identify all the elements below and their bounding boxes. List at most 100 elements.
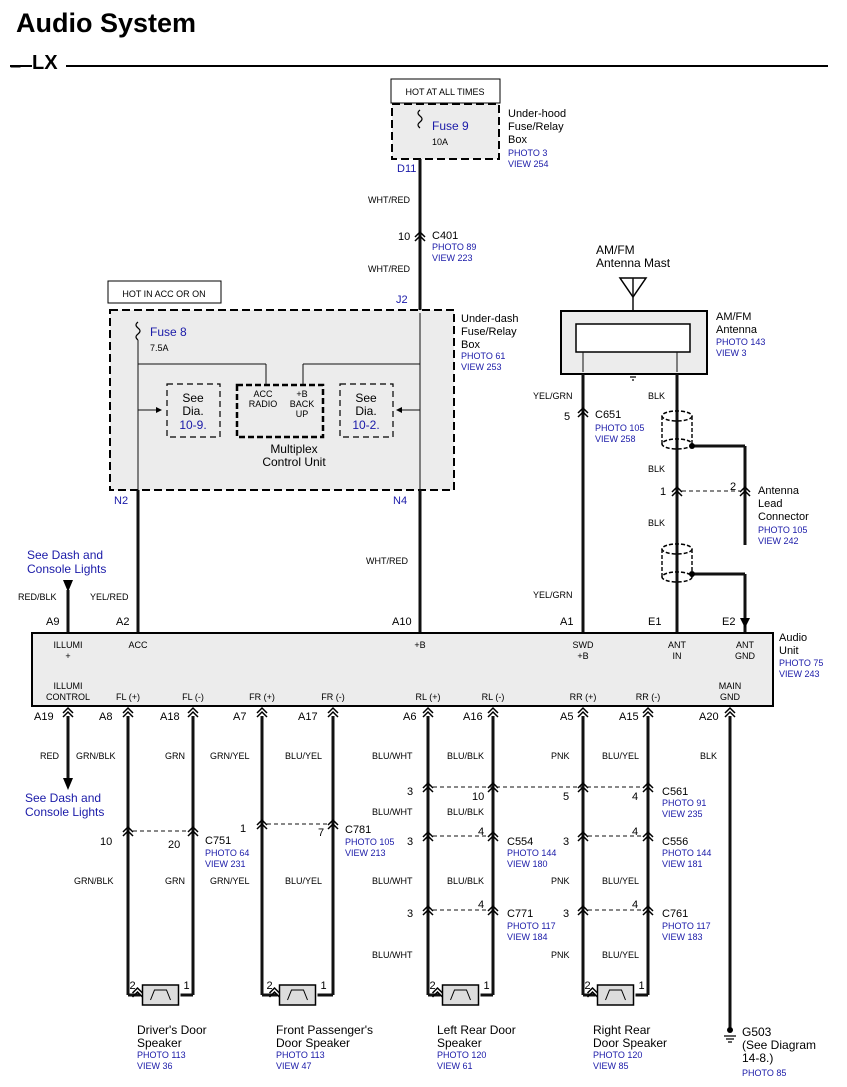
mcu-b-label: BACK	[290, 399, 315, 409]
speaker-icon	[441, 984, 480, 1006]
c771-connector	[422, 908, 434, 916]
speaker-name: Door Speaker	[593, 1036, 667, 1050]
wire-label-blk-2: BLK	[648, 464, 665, 474]
speaker-icon	[278, 984, 317, 1006]
c561-connector	[577, 781, 589, 789]
audio-bottom-pin: A20	[699, 711, 719, 723]
c651-view: VIEW 258	[595, 434, 636, 444]
pin-n2: N2	[114, 495, 128, 507]
c781-view: VIEW 213	[345, 848, 386, 858]
lead-connector	[671, 485, 683, 493]
c771-photo: PHOTO 117	[507, 921, 556, 931]
audio-top-pin: E1	[648, 616, 661, 628]
wire-label-whtred-2: WHT/RED	[368, 264, 410, 274]
mcu-b-label: +B	[296, 389, 307, 399]
c751-pin: 20	[168, 839, 180, 851]
audio-bottom-connector	[577, 706, 589, 714]
audio-bottom-label: CONTROL	[46, 692, 90, 702]
c556-connector	[642, 830, 654, 838]
underdash-name: Box	[461, 339, 480, 351]
audio-top-label: +	[65, 651, 70, 661]
audio-bottom-connector	[422, 710, 434, 718]
antenna-mast-label: AM/FM	[596, 243, 635, 257]
lead-name: Lead	[758, 498, 782, 510]
lead-connector	[739, 489, 751, 497]
audio-bottom-pin: A6	[403, 711, 416, 723]
c554-connector	[422, 830, 434, 838]
wire-label-row1: PNK	[551, 751, 570, 761]
speaker-pin-connector	[586, 986, 599, 994]
audio-top-label: SWD	[573, 640, 594, 650]
audio-bottom-connector	[327, 710, 339, 718]
lead-name: Connector	[758, 511, 809, 523]
speaker-pin-connector	[586, 990, 599, 998]
wire-label-redblk: RED/BLK	[18, 592, 57, 602]
audio-bottom-label: MAIN	[719, 681, 742, 691]
g503-name: G503	[742, 1025, 772, 1039]
c556-name: C556	[662, 836, 688, 848]
speaker-name: Right Rear	[593, 1023, 650, 1037]
c781-photo: PHOTO 105	[345, 837, 394, 847]
speaker-name: Front Passenger's	[276, 1023, 373, 1037]
see-dia-2: Dia.	[355, 404, 376, 418]
speaker-photo: PHOTO 113	[276, 1050, 325, 1060]
c651-connector	[577, 410, 589, 418]
c771-pin: 3	[407, 908, 413, 920]
antenna-view: VIEW 3	[716, 348, 747, 358]
wire-label-row1: BLU/BLK	[447, 751, 484, 761]
multiplex-control-unit-box	[235, 383, 325, 439]
audio-unit-view: VIEW 243	[779, 669, 820, 679]
audio-bottom-connector	[724, 710, 736, 718]
arrow-down-icon	[63, 778, 73, 790]
wire-label-row2: GRN	[165, 876, 185, 886]
page-subtitle: LX	[32, 52, 66, 75]
wire-label-row2: BLU/WHT	[372, 876, 413, 886]
wire-label-whtred-1: WHT/RED	[368, 195, 410, 205]
c751-connector	[122, 829, 134, 837]
fuse-8-label: Fuse 8	[150, 325, 187, 339]
c401-connector	[414, 230, 426, 238]
c554-view: VIEW 180	[507, 859, 548, 869]
underdash-photo: PHOTO 61	[461, 351, 505, 361]
speaker-pin: 2	[267, 980, 273, 992]
fuse-9-amp: 10A	[432, 137, 448, 147]
lead-pin-1: 1	[660, 486, 666, 498]
wire-label-row1: GRN/BLK	[76, 751, 116, 761]
wire-label-row3: BLU/YEL	[602, 950, 639, 960]
audio-top-label: ACC	[128, 640, 148, 650]
wire-label-row1: BLK	[700, 751, 717, 761]
c651-photo: PHOTO 105	[595, 423, 644, 433]
mcu-name: Control Unit	[262, 455, 326, 469]
speaker-name: Speaker	[137, 1036, 182, 1050]
c401-photo: PHOTO 89	[432, 242, 476, 252]
c556-connector	[577, 830, 589, 838]
g503-note: 14-8.)	[742, 1051, 773, 1065]
see-dia-2: See	[355, 391, 377, 405]
audio-bottom-label: FL (-)	[182, 692, 204, 702]
title-rule	[10, 65, 828, 67]
c556-connector	[577, 834, 589, 842]
speaker-view: VIEW 36	[137, 1061, 173, 1071]
c751-name: C751	[205, 835, 231, 847]
c761-connector	[642, 904, 654, 912]
ground-icon	[724, 1035, 736, 1043]
c561-pin: 4	[632, 791, 638, 803]
see-dia-1-link: 10-9.	[179, 418, 206, 432]
audio-bottom-connector	[724, 706, 736, 714]
arrow-icon	[156, 407, 162, 413]
speaker-pin-connector	[431, 990, 444, 998]
c761-pin: 4	[632, 899, 638, 911]
wire-label-row1: BLU/WHT	[372, 751, 413, 761]
see-dash-lights-bottom: Console Lights	[25, 805, 104, 819]
c761-name: C761	[662, 908, 688, 920]
speaker-pin: 1	[184, 980, 190, 992]
c554-name: C554	[507, 836, 533, 848]
antenna-inner	[575, 323, 691, 353]
c761-view: VIEW 183	[662, 932, 703, 942]
audio-top-label: +B	[414, 640, 425, 650]
c751-pin: 10	[100, 836, 112, 848]
wire-label-yelgrn-1: YEL/GRN	[533, 391, 573, 401]
speaker-icon	[450, 989, 471, 1001]
c771-name: C771	[507, 908, 533, 920]
splice-dot	[689, 571, 695, 577]
